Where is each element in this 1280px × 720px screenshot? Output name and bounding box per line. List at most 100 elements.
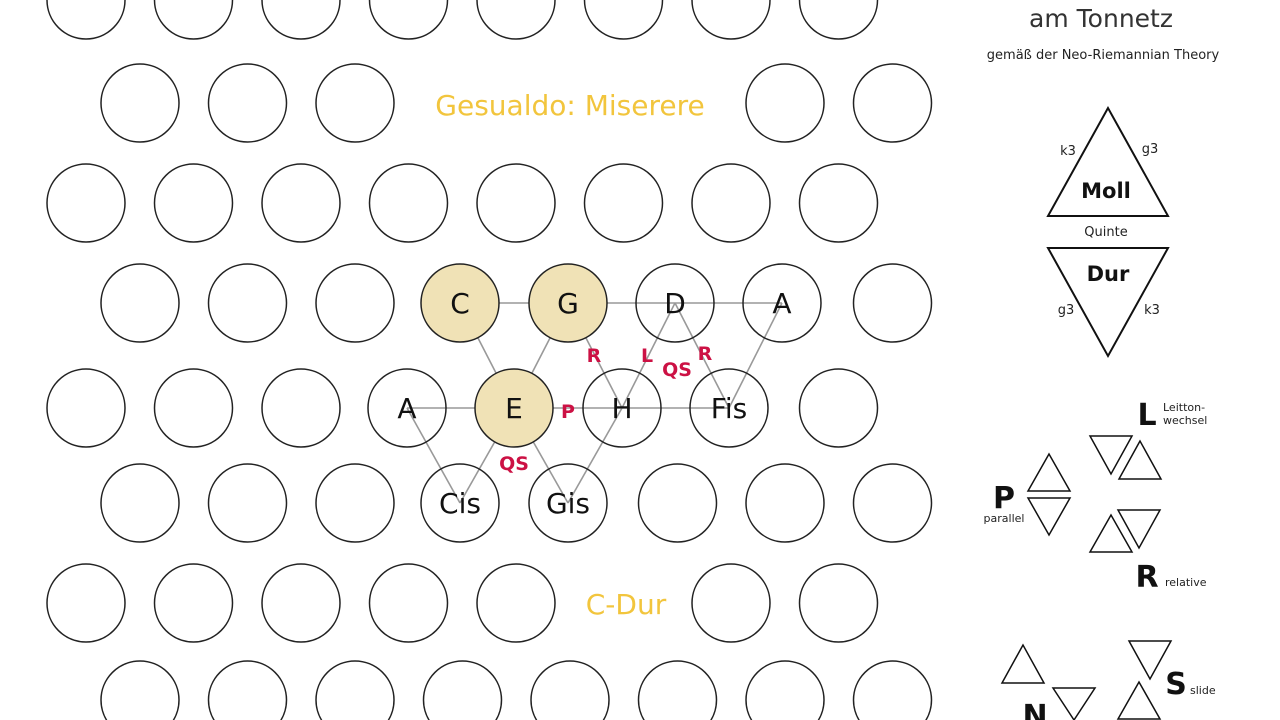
note-label: A (397, 392, 416, 425)
dur-label: Dur (1087, 262, 1130, 286)
legend-R-letter: R (1135, 560, 1158, 595)
empty-note-circle (100, 263, 180, 343)
empty-note-circle (852, 63, 933, 143)
triad-edge (621, 302, 676, 409)
legend-L-desc-1: Leitton- (1163, 401, 1205, 414)
empty-note-circle (637, 660, 718, 720)
legend-P-desc: parallel (984, 512, 1025, 525)
empty-note-circle (798, 368, 879, 448)
legend-sn: N S slide (1000, 640, 1216, 720)
dur-k3: k3 (1144, 303, 1160, 318)
legend-L-letter: L (1137, 398, 1156, 433)
triad-edge (674, 302, 730, 409)
empty-note-circle (637, 463, 718, 543)
page-subtitle: gemäß der Neo-Riemannian Theory (987, 48, 1220, 63)
dur-g3: g3 (1058, 303, 1075, 318)
note-node-e: E (474, 368, 554, 448)
moll-k3: k3 (1060, 144, 1076, 159)
empty-note-circle (153, 563, 234, 643)
legend-L-desc-2: wechsel (1163, 414, 1207, 427)
note-label: H (611, 392, 632, 425)
empty-note-circle (207, 63, 288, 143)
empty-note-circle (798, 563, 879, 643)
empty-note-circle (745, 63, 825, 143)
note-label: A (772, 287, 791, 320)
empty-note-circle (583, 163, 664, 243)
empty-note-circle (583, 0, 664, 40)
triad-edge (406, 407, 461, 504)
key-label: C-Dur (586, 588, 667, 621)
piece-label: Gesualdo: Miserere (435, 89, 704, 122)
empty-note-circle (798, 163, 879, 243)
S-down-triangle (1127, 640, 1173, 681)
note-label: C (450, 287, 470, 320)
R-up-triangle (1088, 513, 1134, 553)
note-node-cis: Cis (420, 463, 500, 543)
empty-note-circle (207, 660, 288, 720)
note-circle (742, 263, 822, 343)
note-label: G (557, 287, 579, 320)
empty-note-circle (745, 463, 825, 543)
page-title: am Tonnetz (1029, 4, 1173, 33)
triad-edge (567, 407, 623, 504)
legend-P-letter: P (993, 481, 1015, 516)
empty-note-circle (852, 463, 933, 543)
empty-note-circle (852, 263, 933, 343)
operation-label-r: R (698, 343, 713, 365)
empty-note-circle (368, 563, 449, 643)
empty-note-circle (691, 563, 771, 643)
N-up-triangle (1000, 643, 1046, 684)
L-down-triangle (1088, 435, 1134, 476)
note-circle (635, 263, 715, 343)
empty-note-circle (368, 0, 449, 40)
empty-note-circle (315, 63, 395, 143)
operation-label-qs: QS (499, 453, 529, 475)
note-label: Cis (439, 487, 481, 520)
empty-note-circle (261, 368, 341, 448)
note-label: Gis (546, 487, 590, 520)
highlighted-note-circle (420, 263, 500, 343)
highlighted-note-circle (474, 368, 554, 448)
P-up-triangle (1026, 452, 1072, 492)
empty-note-circle (476, 0, 556, 40)
empty-note-circle (691, 0, 771, 40)
note-circle (420, 463, 500, 543)
empty-note-circle (476, 563, 556, 643)
note-node-fis: Fis (689, 368, 769, 448)
note-node-c: C (420, 263, 500, 343)
legend-lpr: L Leitton- wechsel P parallel R relative (984, 398, 1208, 595)
empty-note-circle (530, 660, 610, 720)
empty-note-circle (46, 368, 126, 448)
note-node-g: G (528, 263, 608, 343)
moll-label: Moll (1081, 179, 1131, 203)
P-down-triangle (1026, 497, 1072, 537)
note-circle (528, 463, 608, 543)
operation-label-l: L (641, 345, 653, 367)
empty-note-circle (852, 660, 933, 720)
note-circle (689, 368, 769, 448)
empty-note-circle (691, 163, 771, 243)
note-label: D (664, 287, 686, 320)
empty-note-circle (422, 660, 503, 720)
S-up-triangle (1116, 680, 1162, 720)
empty-note-circle (207, 463, 288, 543)
moll-triangle (1046, 105, 1170, 217)
note-circle (367, 368, 447, 448)
legend-S-letter: S (1165, 667, 1187, 702)
operation-label-p: P (561, 401, 575, 423)
note-node-a: A (367, 368, 447, 448)
legend-S-desc: slide (1190, 684, 1216, 697)
empty-note-circle (153, 368, 234, 448)
note-node-a: A (742, 263, 822, 343)
empty-note-circle (476, 163, 556, 243)
note-label: E (505, 392, 523, 425)
dur-triangle (1046, 247, 1170, 359)
note-label: Fis (711, 392, 747, 425)
operation-label-r: R (587, 345, 602, 367)
empty-note-circle (207, 263, 288, 343)
empty-note-circle (46, 563, 126, 643)
empty-note-circle (46, 163, 126, 243)
N-down-triangle (1051, 687, 1097, 720)
empty-note-circle (315, 463, 395, 543)
